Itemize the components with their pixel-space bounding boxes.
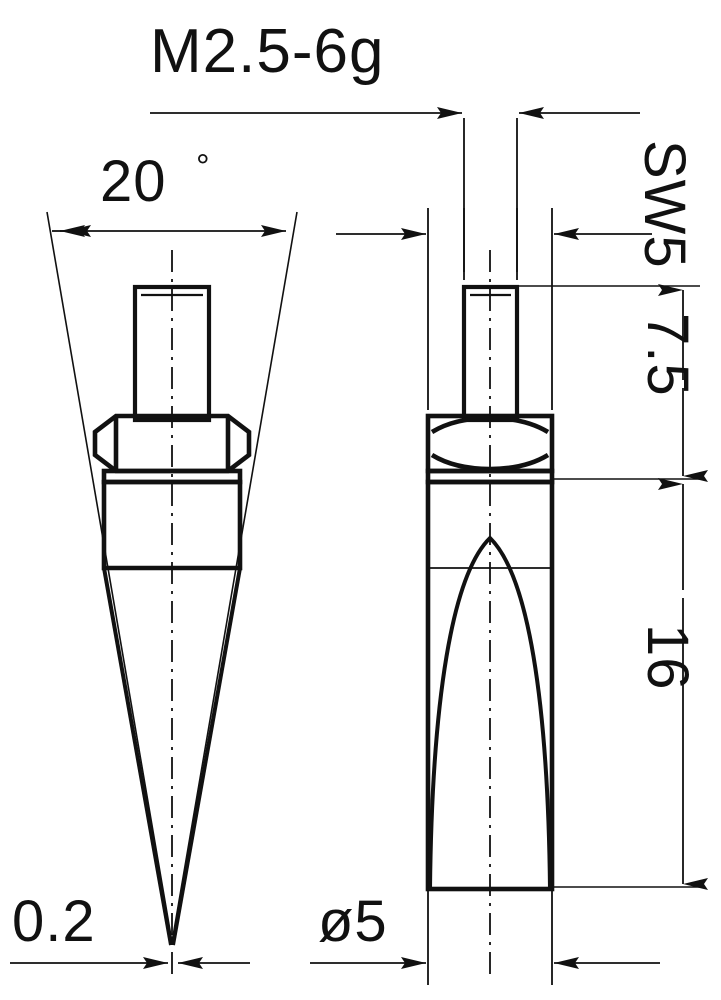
cone-projection-lines	[46, 211, 298, 943]
front-view-cone	[46, 211, 298, 975]
threaded-stem-left	[132, 284, 212, 423]
label-upper-length: 7.5	[635, 313, 700, 397]
cone-projection-right	[428, 535, 552, 890]
dimension-diameter	[310, 880, 660, 985]
dimension-wrench	[336, 208, 652, 410]
dimension-lower-length	[554, 478, 708, 890]
dimension-thread	[150, 107, 640, 272]
label-wrench-size: SW5	[632, 140, 697, 269]
label-diameter: ø5	[318, 889, 388, 954]
label-thread: M2.5-6g	[150, 17, 384, 86]
hex-nut-left	[92, 413, 252, 474]
label-angle-unit: °	[196, 148, 211, 186]
label-tip-radius: 0.2	[12, 889, 96, 954]
label-angle: 20	[100, 149, 167, 214]
body-right	[425, 479, 555, 892]
cone-solid-left	[102, 567, 242, 946]
label-lower-length: 16	[635, 624, 700, 691]
side-view-body	[425, 250, 555, 975]
